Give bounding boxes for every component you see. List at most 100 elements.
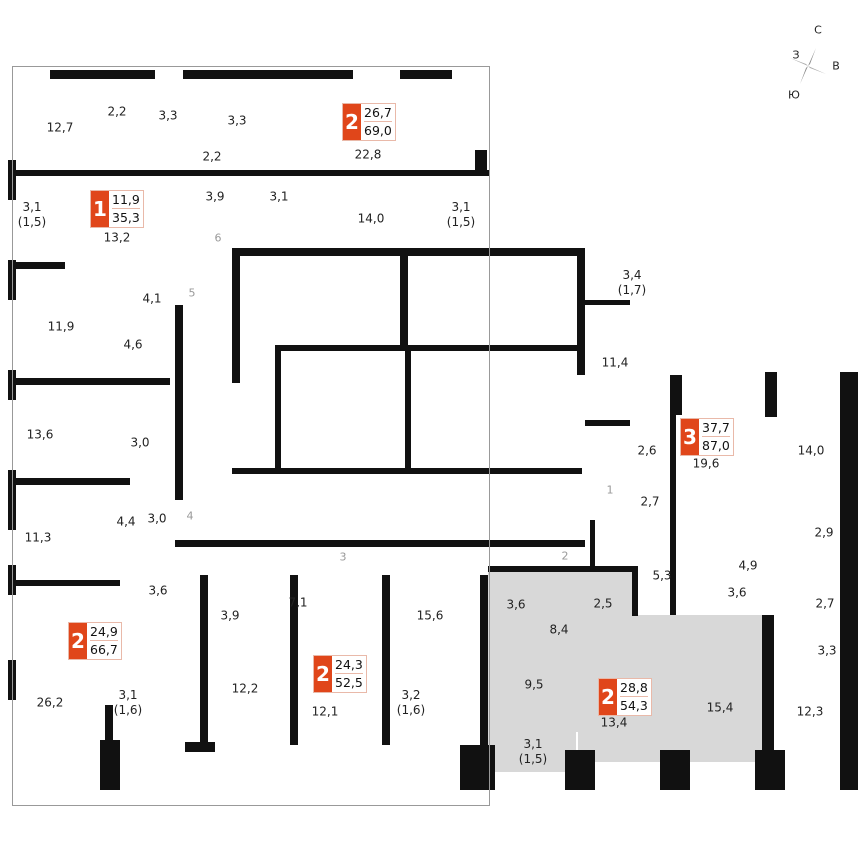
room-area: 13,4 [600,715,628,730]
wall [480,575,488,745]
living-area: 24,9 [90,624,118,639]
compass-star-icon [790,48,826,84]
door-number: 4 [186,509,194,523]
room-area: 11,4 [601,355,629,370]
room-area: 12,3 [796,704,824,719]
room-area: 2,9 [814,525,834,540]
wall [577,260,585,375]
room-area: 3,1 (1,5) [17,200,47,229]
wall [488,566,633,572]
wall [475,150,487,175]
compass-north: С [814,23,822,37]
room-area: 15,6 [416,608,444,623]
door-number: 6 [214,231,222,245]
wall [382,575,390,745]
room-count: 3 [681,419,699,455]
wall [232,248,307,254]
room-area: 9,5 [524,677,544,692]
room-area: 26,2 [36,695,64,710]
wall [10,478,130,485]
total-area: 87,0 [702,436,730,453]
room-area: 2,6 [637,443,657,458]
wall [840,372,858,790]
room-area: 13,2 [103,230,131,245]
room-area: 19,6 [692,456,720,471]
room-area: 3,4 (1,7) [617,268,647,297]
wall [290,575,298,745]
room-area: 15,4 [706,700,734,715]
room-count: 2 [343,104,361,140]
room-area: 2,7 [815,596,835,611]
room-area: 3,0 [130,435,150,450]
living-area: 26,7 [364,105,392,120]
wall [670,415,676,615]
wall [585,300,630,305]
wall [10,170,490,176]
wall [762,615,774,790]
compass-south: Ю [788,88,800,102]
wall [232,468,582,474]
compass-east: В [832,59,840,73]
room-area: 11,9 [47,319,75,334]
room-count: 1 [91,191,109,227]
total-area: 54,3 [620,696,648,713]
room-area: 3,1 (1,5) [446,200,476,229]
wall [670,375,682,415]
wall [100,740,120,790]
room-area: 13,6 [26,427,54,442]
wall [183,70,353,79]
room-count: 2 [599,679,617,715]
wall [200,575,208,745]
room-area: 3,1 (1,5) [518,737,548,766]
room-area: 12,7 [46,120,74,135]
room-area: 2,5 [593,596,613,611]
room-area: 12,2 [231,681,259,696]
wall [405,345,411,470]
wall [232,248,240,383]
door-number: 5 [188,286,196,300]
wall [400,248,408,348]
room-area: 5,3 [652,568,672,583]
wall [105,705,113,745]
wall [10,262,65,269]
wall [765,372,777,417]
wall [275,345,585,351]
door-number: 3 [339,550,347,564]
room-area: 3,1 [269,189,289,204]
wall [185,742,215,752]
wall [660,750,690,790]
wall [590,520,595,570]
wall [175,540,585,547]
wall [565,750,595,790]
room-area: 11,3 [24,530,52,545]
door-number: 1 [606,483,614,497]
living-area: 11,9 [112,192,140,207]
room-area: 2,2 [202,149,222,164]
room-area: 22,8 [354,147,382,162]
living-area: 24,3 [335,657,363,672]
wall [585,420,630,426]
compass-west: З [792,48,800,62]
total-area: 69,0 [364,121,392,138]
room-area: 4,1 [142,291,162,306]
living-area: 28,8 [620,680,648,695]
room-area: 2,7 [640,494,660,509]
wall [400,70,452,79]
room-area: 3,3 [817,643,837,658]
total-area: 52,5 [335,673,363,690]
room-area: 2,2 [107,104,127,119]
room-area: 3,1 (1,6) [113,688,143,717]
wall [175,305,183,500]
total-area: 66,7 [90,640,118,657]
room-area: 3,9 [220,608,240,623]
room-area: 8,4 [549,622,569,637]
wall [632,566,638,616]
